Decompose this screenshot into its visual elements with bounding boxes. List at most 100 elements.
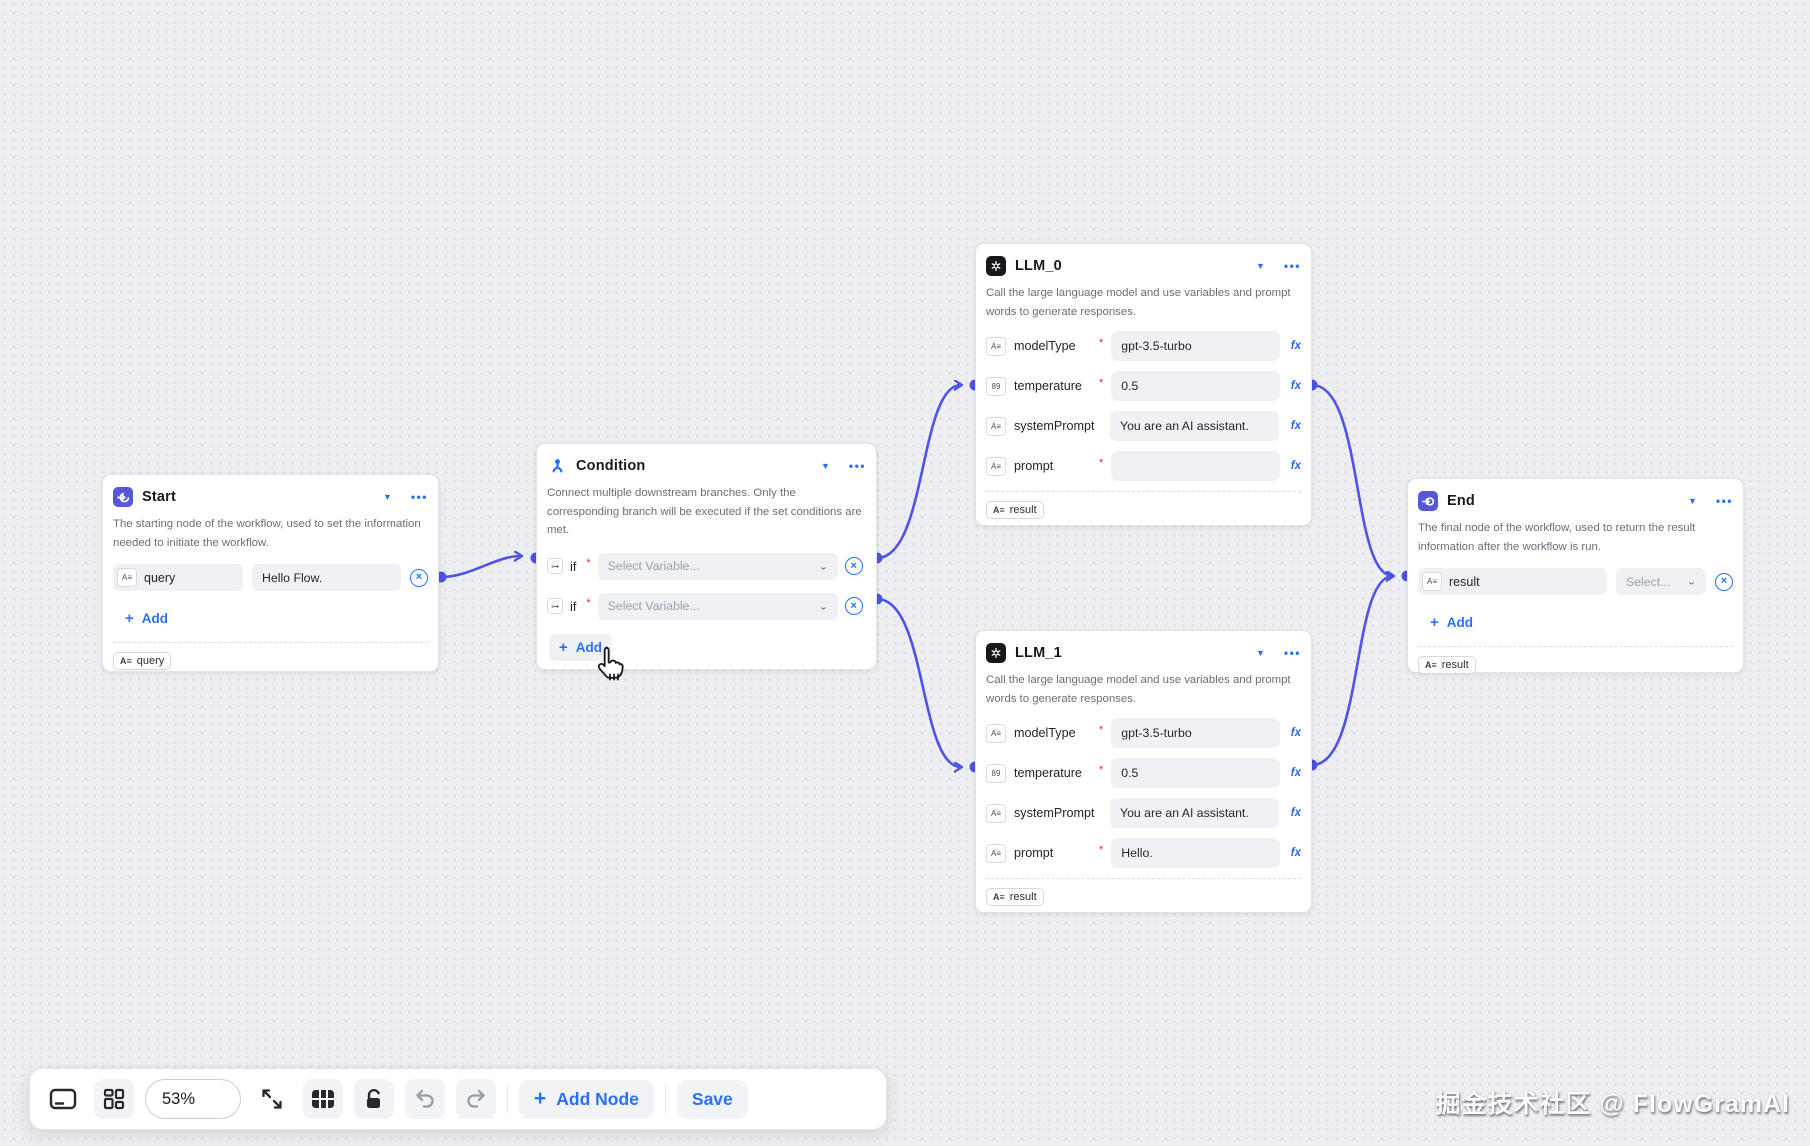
zoom-level-input[interactable] [145,1079,241,1119]
undo-button[interactable] [405,1079,445,1119]
boolean-type-icon: ⊶ [547,598,563,615]
node-condition[interactable]: Condition ▼ ••• Connect multiple downstr… [536,443,877,670]
select-variable-dropdown[interactable]: Select Variable... ⌄ [597,592,838,620]
remove-variable-icon[interactable]: × [410,568,428,587]
param-value-field[interactable]: Hello. [1111,838,1281,869]
edge-llm0-end[interactable] [1310,383,1393,576]
collapse-caret-icon[interactable]: ▼ [820,461,830,471]
more-menu-icon[interactable]: ••• [1715,494,1733,508]
variable-name-field[interactable]: A≡ result [1418,568,1607,596]
param-row: A≡systemPrompt You are an AI assistant. … [986,798,1301,829]
variable-name-field[interactable]: A≡ query [113,564,243,592]
edge-condition-llm1[interactable] [875,597,961,767]
param-row: A≡modelType * gpt-3.5-turbo fx [986,331,1301,362]
formula-icon[interactable]: fx [1290,807,1301,820]
output-chip: A≡ result [986,888,1044,907]
param-value-field[interactable]: You are an AI assistant. [1110,411,1279,442]
collapse-caret-icon[interactable]: ▼ [1255,261,1265,271]
param-value-field[interactable]: gpt-3.5-turbo [1111,718,1281,749]
node-end[interactable]: End ▼ ••• The final node of the workflow… [1407,478,1744,675]
remove-variable-icon[interactable]: × [1715,572,1733,591]
start-icon [113,487,133,507]
required-marker: * [1099,337,1104,350]
formula-icon[interactable]: fx [1290,767,1301,780]
param-value-field[interactable]: 0.5 [1111,758,1281,789]
formula-icon[interactable]: fx [1290,380,1301,393]
node-description: Call the large language model and use va… [986,287,1291,318]
formula-icon[interactable]: fx [1290,847,1301,860]
more-menu-icon[interactable]: ••• [1283,646,1301,660]
variable-value-field[interactable]: Hello Flow. [252,564,401,592]
remove-branch-icon[interactable]: × [844,597,863,616]
divider [986,491,1301,493]
more-menu-icon[interactable]: ••• [410,490,428,504]
minimap-button[interactable] [43,1079,83,1119]
param-value-field[interactable] [1111,451,1281,482]
required-marker: * [1099,457,1104,470]
formula-icon[interactable]: fx [1290,340,1301,353]
divider [1418,646,1733,648]
divider [986,878,1301,880]
output-chip-label: result [1009,504,1037,517]
edge-llm1-end[interactable] [1310,576,1393,767]
string-type-icon: A≡ [117,568,137,588]
add-node-button[interactable]: + Add Node [519,1079,654,1119]
fit-view-button[interactable] [252,1079,292,1119]
string-type-icon: A≡ [986,456,1006,476]
string-type-icon: A≡ [1422,572,1442,592]
string-type-icon: A≡ [986,336,1006,356]
unlock-icon [367,1089,380,1108]
condition-branch-row: ⊶ if * Select Variable... ⌄ × [547,592,866,620]
chevron-down-icon: ⌄ [818,561,828,572]
node-header: LLM_0 ▼ ••• [986,255,1301,277]
string-type-icon: A≡ [986,803,1006,823]
more-menu-icon[interactable]: ••• [848,459,866,473]
add-variable-button[interactable]: +Add [125,610,169,628]
condition-icon [547,456,567,476]
required-marker: * [586,557,591,570]
llm-openai-icon [986,643,1006,663]
add-branch-button[interactable]: +Add [549,633,613,661]
lock-button[interactable] [354,1079,394,1119]
node-llm1[interactable]: LLM_1 ▼ ••• Call the large language mode… [975,630,1312,913]
add-variable-button[interactable]: +Add [1430,614,1474,632]
save-label: Save [691,1088,733,1109]
param-name: prompt [1014,846,1054,861]
param-name: temperature [1014,379,1082,394]
plus-icon: + [534,1086,547,1110]
more-menu-icon[interactable]: ••• [1283,259,1301,273]
select-variable-dropdown[interactable]: Select Variable... ⌄ [597,552,838,580]
branch-label: if [570,558,577,574]
save-button[interactable]: Save [676,1079,748,1119]
string-type-icon: A≡ [986,843,1006,863]
auto-layout-button[interactable] [94,1079,134,1119]
node-description: The final node of the workflow, used to … [1418,522,1696,553]
output-chip: A≡ result [1418,656,1476,675]
plus-icon: + [1430,614,1439,632]
select-value-dropdown[interactable]: Select... ⌄ [1616,568,1706,596]
formula-icon[interactable]: fx [1290,420,1301,433]
boolean-type-icon: ⊶ [547,558,563,575]
edge-condition-llm0[interactable] [875,385,961,560]
formula-icon[interactable]: fx [1290,460,1301,473]
node-header: End ▼ ••• [1418,490,1733,512]
grid-view-button[interactable] [303,1079,343,1119]
output-chip-label: result [1009,891,1037,904]
collapse-caret-icon[interactable]: ▼ [382,492,392,502]
node-start[interactable]: Start ▼ ••• The starting node of the wor… [102,474,439,672]
param-value-field[interactable]: You are an AI assistant. [1110,798,1279,829]
collapse-caret-icon[interactable]: ▼ [1255,648,1265,658]
param-value-field[interactable]: 0.5 [1111,371,1281,402]
remove-branch-icon[interactable]: × [844,557,863,576]
node-llm0[interactable]: LLM_0 ▼ ••• Call the large language mode… [975,243,1312,526]
output-chip-label: query [136,655,165,668]
dropdown-placeholder: Select Variable... [607,599,700,614]
redo-button[interactable] [456,1079,496,1119]
edge-start-condition[interactable] [439,556,521,579]
collapse-caret-icon[interactable]: ▼ [1687,496,1697,506]
param-value-field[interactable]: gpt-3.5-turbo [1111,331,1281,362]
number-type-icon: 89 [986,376,1006,396]
formula-icon[interactable]: fx [1290,727,1301,740]
